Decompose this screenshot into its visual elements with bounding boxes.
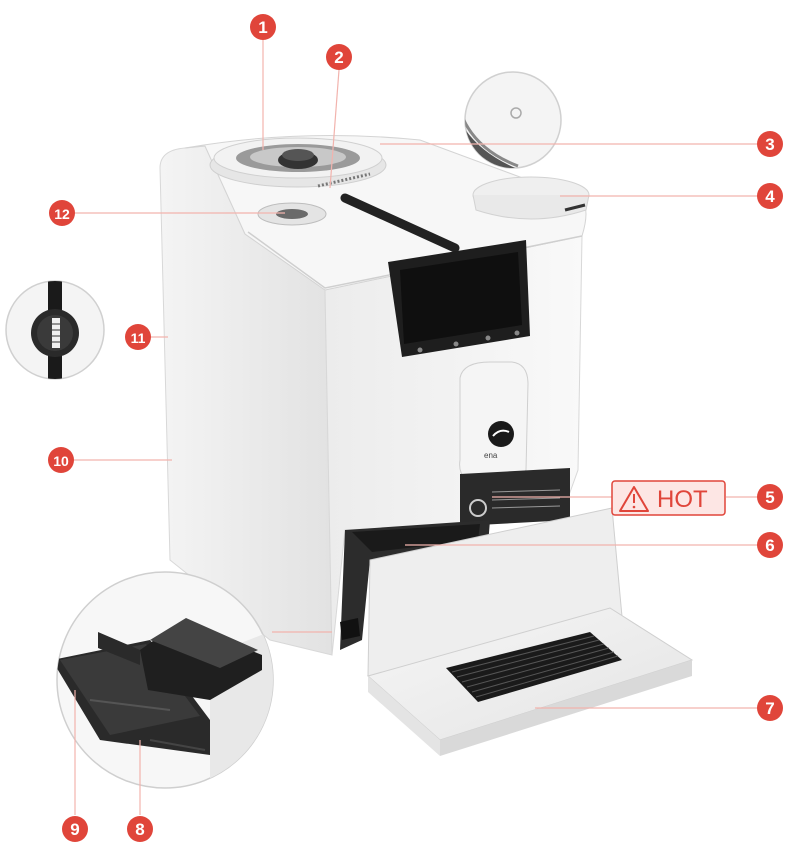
callout-11: 11 (125, 324, 151, 350)
svg-text:ena: ena (484, 451, 498, 460)
callout-number: 8 (135, 820, 144, 839)
hot-warning-label: HOT (612, 481, 725, 515)
callout-number: 12 (54, 206, 70, 222)
callout-5: 5 (757, 484, 783, 510)
coffee-spout: ena (460, 362, 528, 482)
callout-9: 9 (62, 816, 88, 842)
callout-6: 6 (757, 532, 783, 558)
callout-number: 5 (765, 488, 774, 507)
callout-4: 4 (757, 183, 783, 209)
callout-10: 10 (48, 447, 74, 473)
powder-funnel (258, 203, 326, 225)
callout-number: 3 (765, 135, 774, 154)
callout-8: 8 (127, 816, 153, 842)
callout-12: 12 (49, 200, 75, 226)
callout-number: 6 (765, 536, 774, 555)
callout-2: 2 (326, 44, 352, 70)
callout-number: 10 (53, 453, 69, 469)
callout-1: 1 (250, 14, 276, 40)
callout-number: 11 (131, 330, 146, 346)
callout-number: 1 (258, 18, 267, 37)
callout-number: 4 (765, 187, 775, 206)
callout-number: 2 (334, 48, 343, 67)
callout-3: 3 (757, 131, 783, 157)
bean-container (210, 138, 386, 187)
hot-label-text: HOT (657, 486, 708, 513)
water-tank (473, 177, 589, 219)
inset-grinder-setting (6, 280, 104, 380)
callout-7: 7 (757, 695, 783, 721)
callout-number: 7 (765, 699, 774, 718)
callout-number: 9 (70, 820, 79, 839)
